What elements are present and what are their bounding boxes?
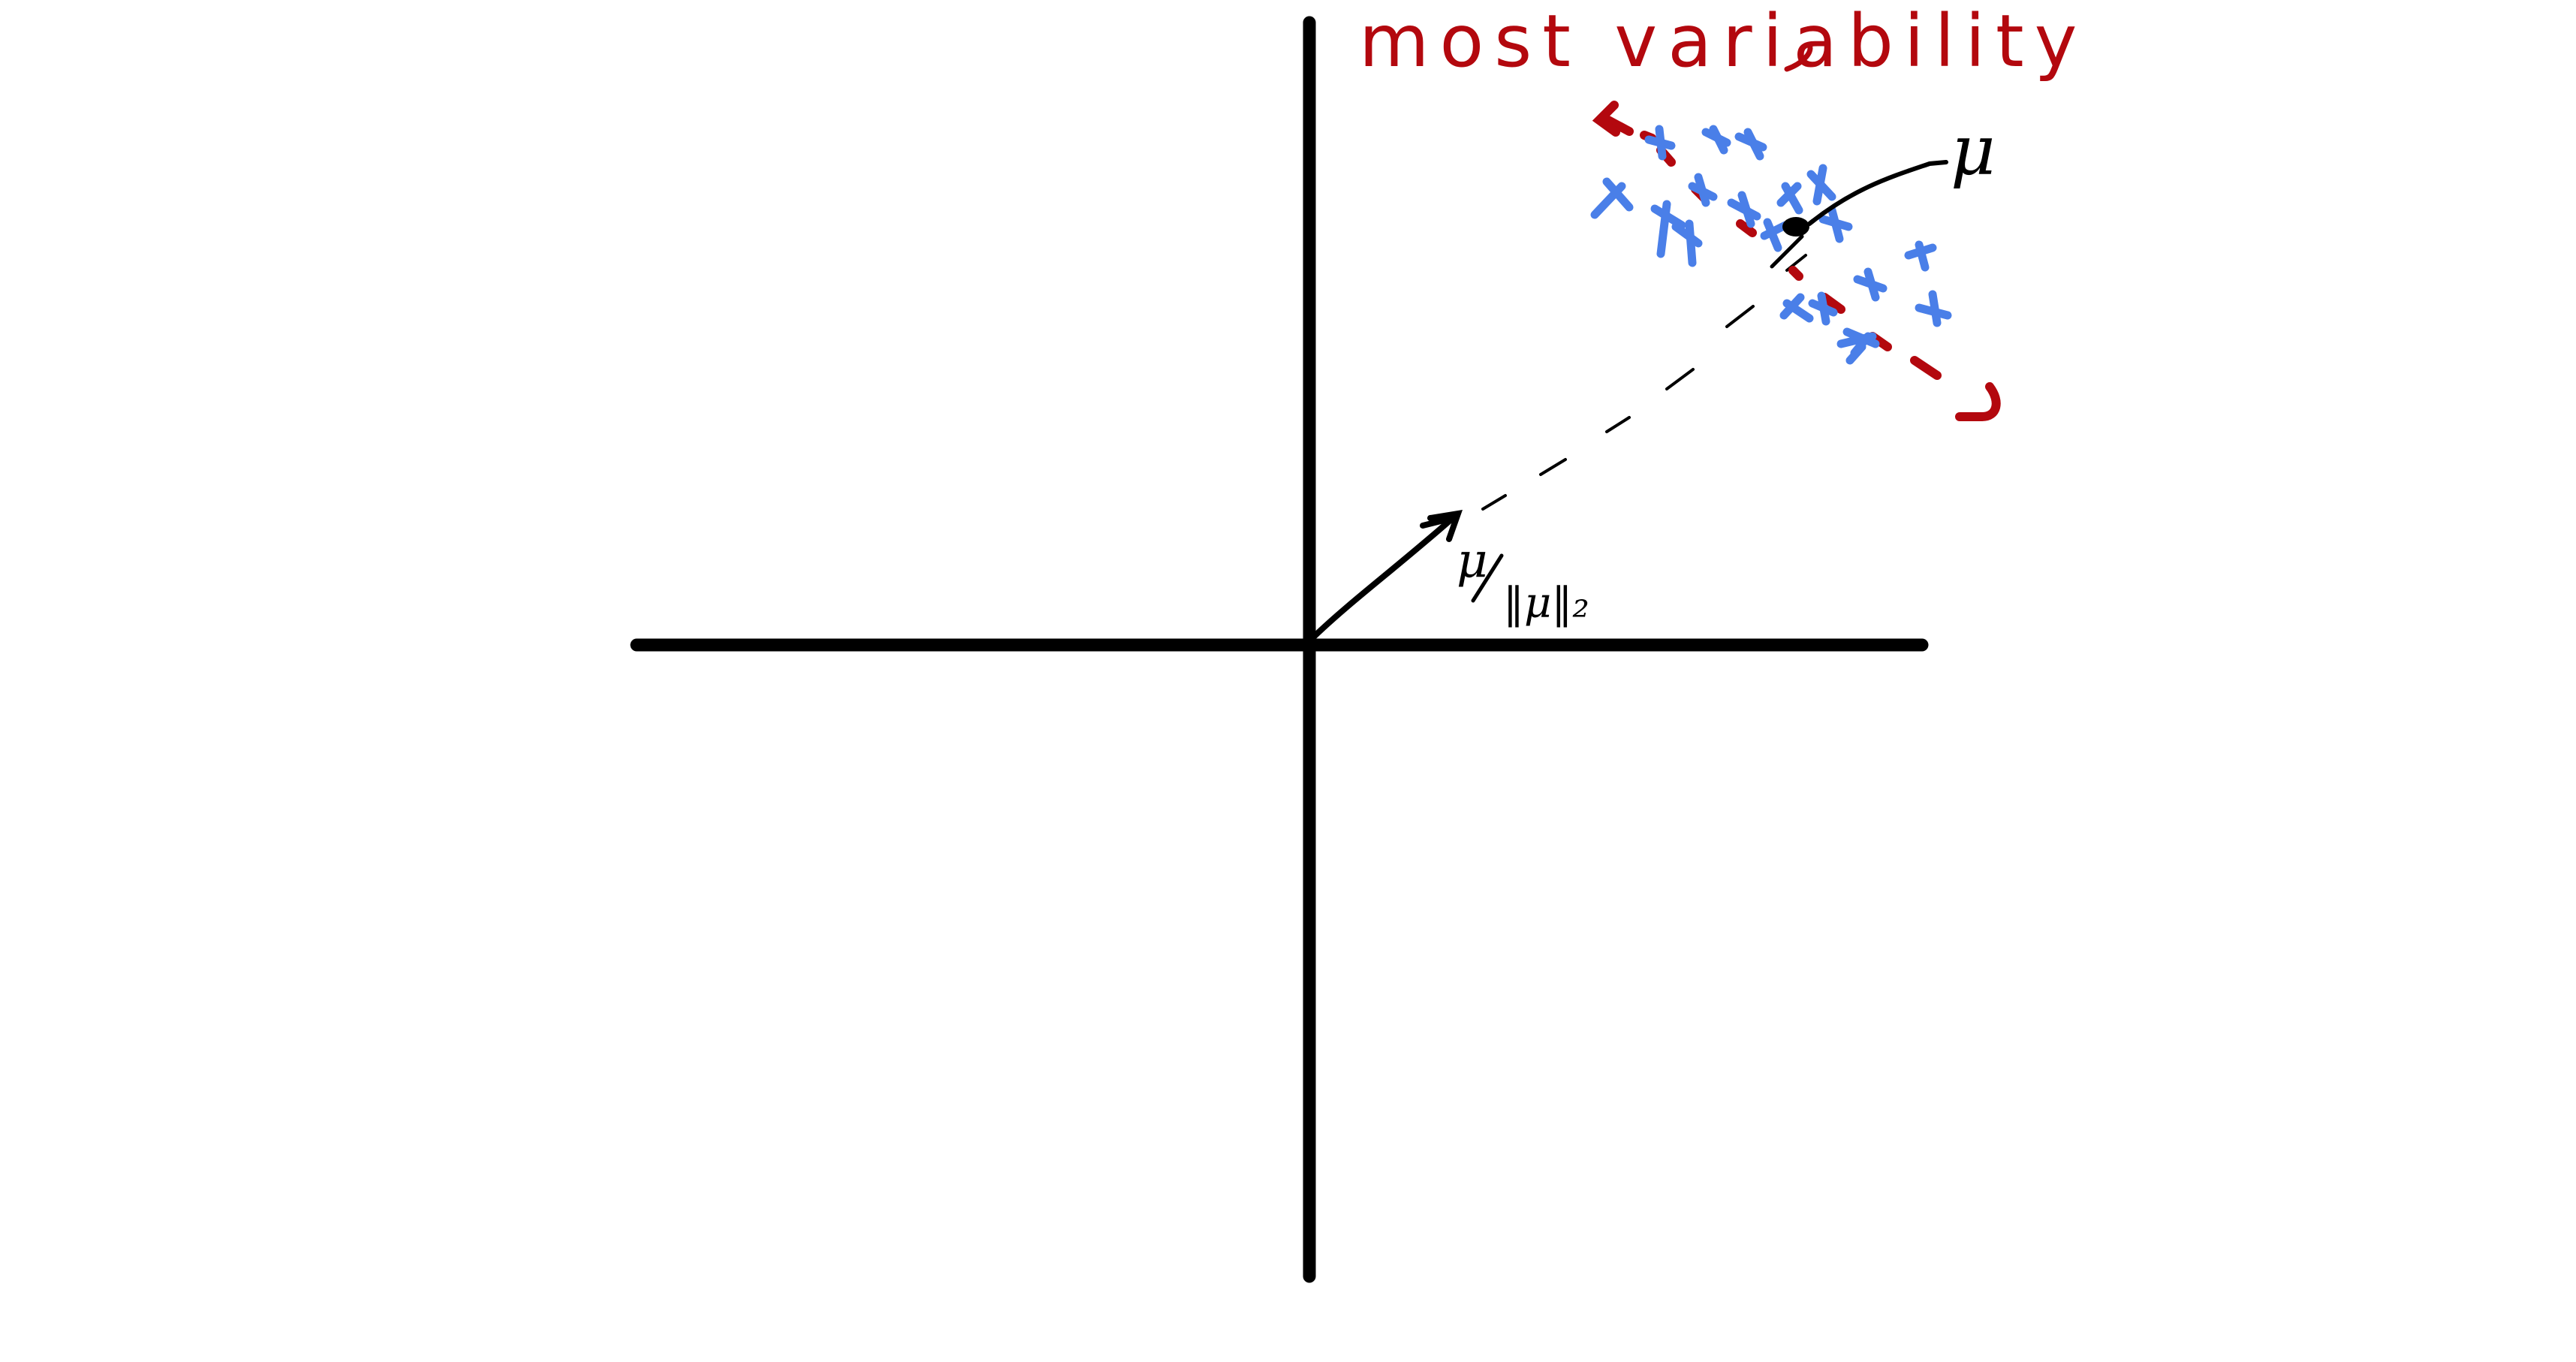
mean-marker: μ — [1770, 110, 1996, 269]
sample-point — [1701, 125, 1731, 155]
sample-point — [1688, 173, 1718, 207]
sample-point — [1734, 128, 1767, 161]
sample-point — [1806, 164, 1836, 206]
mean-pointer — [1807, 160, 1948, 226]
fraction-slash — [1471, 553, 1504, 603]
sample-point — [1853, 267, 1888, 302]
sample-point — [1904, 240, 1937, 272]
sample-point — [1818, 206, 1853, 243]
unit-vector-numerator: μ — [1457, 533, 1488, 589]
sample-point — [1760, 218, 1790, 252]
variability-label: most variability — [1359, 0, 2087, 83]
sample-point — [1727, 191, 1761, 228]
sample-point — [1644, 125, 1676, 161]
principal-arrowhead-left — [1592, 101, 1620, 137]
mean-label: μ — [1951, 110, 1996, 191]
axes — [630, 16, 1929, 1283]
sample-point — [1915, 290, 1952, 327]
principal-direction — [1592, 101, 2001, 421]
sample-point — [1776, 182, 1803, 215]
mean-direction-dashes — [1481, 254, 1807, 511]
sample-point — [1779, 293, 1814, 323]
sample-point — [1650, 200, 1686, 258]
sample-point — [1671, 219, 1703, 267]
sample-point — [1590, 177, 1634, 219]
mean-tick — [1770, 234, 1804, 269]
variability-label-underline — [1784, 42, 1813, 72]
sample-points — [1590, 125, 1952, 365]
unit-vector-label: μ ‖μ‖₂ — [1457, 533, 1589, 628]
unit-vector-denominator: ‖μ‖₂ — [1503, 579, 1589, 628]
sample-point — [1808, 291, 1838, 326]
sample-point — [1836, 332, 1877, 365]
principal-arrowhead-right — [1955, 382, 2001, 421]
unit-vector-arrow — [1311, 509, 1463, 640]
mean-point — [1782, 217, 1809, 237]
